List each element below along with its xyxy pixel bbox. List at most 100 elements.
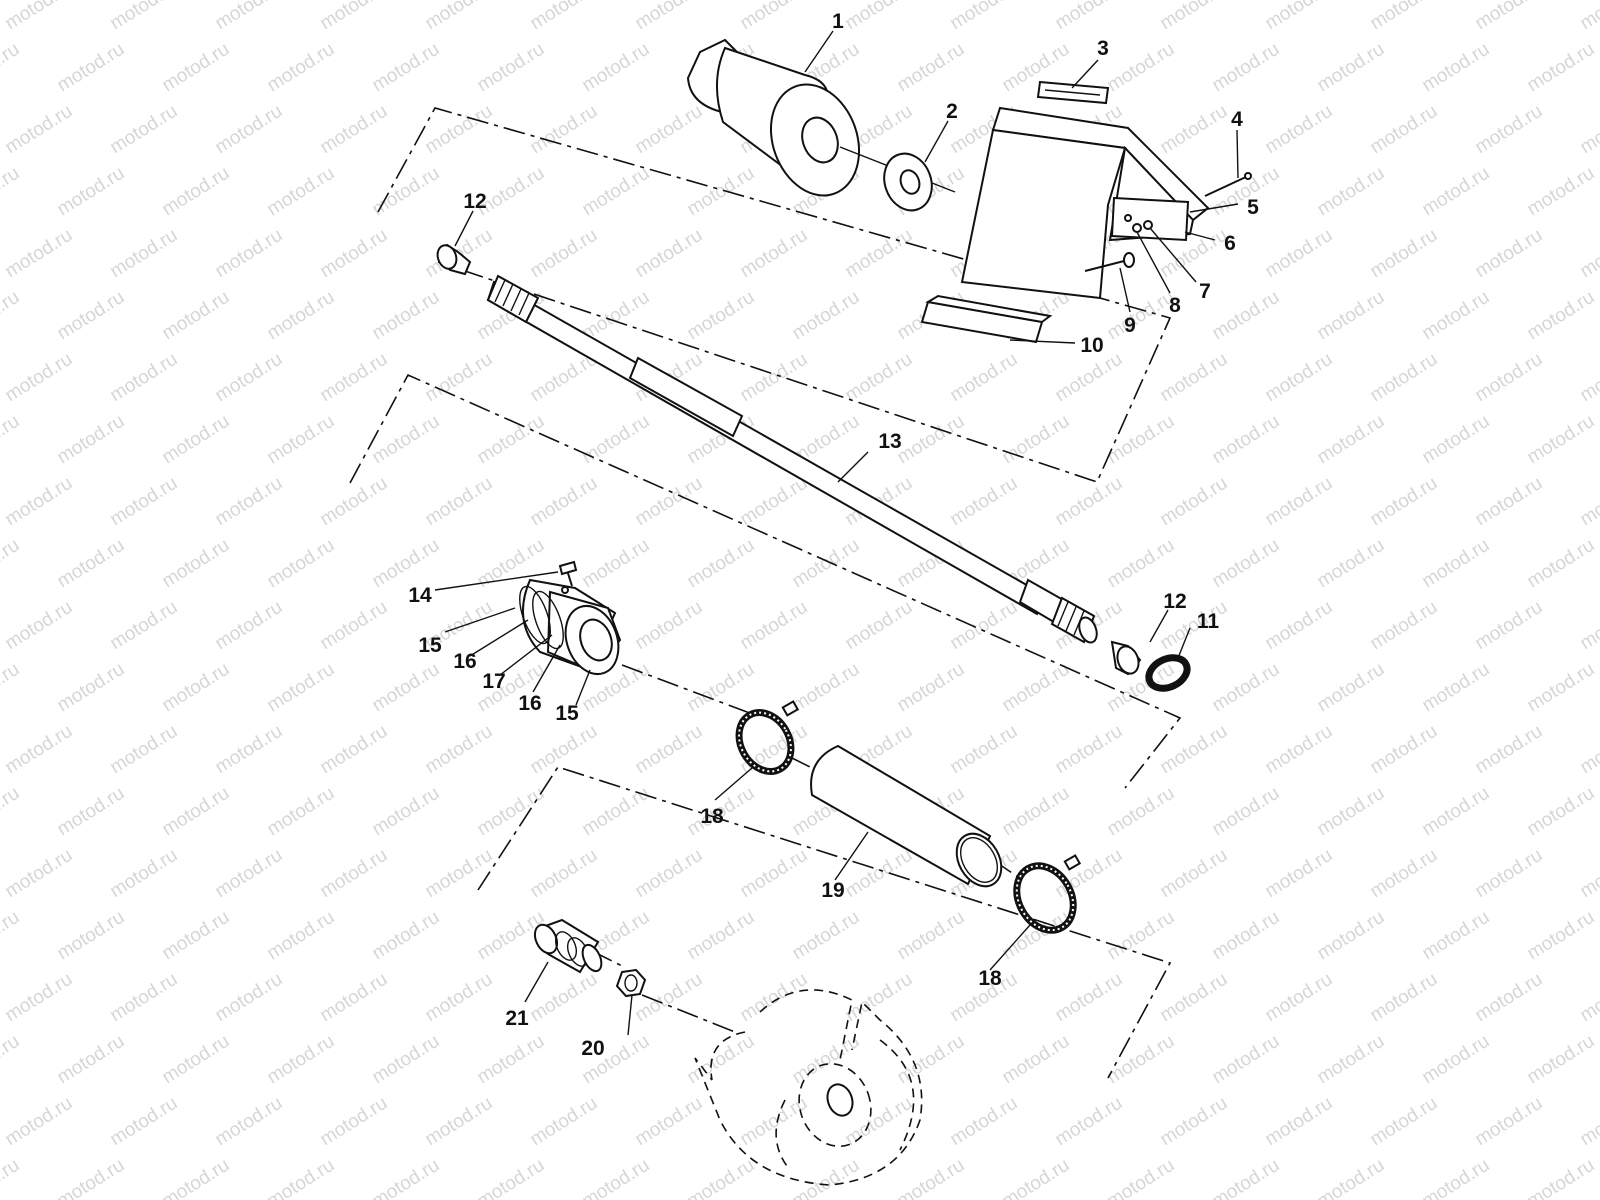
watermark-text: motod.ru <box>107 845 182 903</box>
watermark-text: motod.ru <box>159 659 234 717</box>
leader-lines <box>434 30 1239 1036</box>
watermark-text: motod.ru <box>632 101 707 159</box>
watermark-text: motod.ru <box>1209 411 1284 469</box>
watermark-text: motod.ru <box>1419 411 1494 469</box>
impeller-phantom <box>694 989 923 1186</box>
watermark-text: motod.ru <box>212 845 287 903</box>
watermark-text: motod.ru <box>107 349 182 407</box>
watermark-text: motod.ru <box>527 101 602 159</box>
watermark-text: motod.ru <box>1209 39 1284 97</box>
watermark-text: motod.ru <box>159 907 234 965</box>
watermark-text: motod.ru <box>1577 1093 1600 1151</box>
watermark-text: motod.ru <box>1314 163 1389 221</box>
watermark-text: motod.ru <box>369 659 444 717</box>
watermark-text: motod.ru <box>1157 473 1232 531</box>
callout-7: 7 <box>1199 280 1211 303</box>
watermark-text: motod.ru <box>212 969 287 1027</box>
watermark-text: motod.ru <box>212 597 287 655</box>
watermark-text: motod.ru <box>1524 535 1599 593</box>
watermark-text: motod.ru <box>1157 349 1232 407</box>
callout-17: 17 <box>482 670 505 693</box>
watermark-text: motod.ru <box>1419 287 1494 345</box>
watermark-text: motod.ru <box>264 287 339 345</box>
watermark-text: motod.ru <box>894 659 969 717</box>
watermark-text: motod.ru <box>422 0 497 34</box>
watermark-text: motod.ru <box>2 0 77 34</box>
watermark-text: motod.ru <box>1262 225 1337 283</box>
watermark-text: motod.ru <box>999 659 1074 717</box>
watermark-text: motod.ru <box>737 969 812 1027</box>
watermark-text: motod.ru <box>317 349 392 407</box>
watermark-text: motod.ru <box>54 287 129 345</box>
watermark-text: motod.ru <box>579 783 654 841</box>
watermark-text: motod.ru <box>1104 535 1179 593</box>
screw-part <box>1204 172 1252 197</box>
watermark-text: motod.ru <box>1524 907 1599 965</box>
watermark-text: motod.ru <box>632 0 707 34</box>
watermark-text: motod.ru <box>579 1155 654 1200</box>
watermark-text: motod.ru <box>422 721 497 779</box>
watermark-text: motod.ru <box>264 39 339 97</box>
watermark-text: motod.ru <box>684 163 759 221</box>
watermark-text: motod.ru <box>317 1093 392 1151</box>
callout-12-left: 12 <box>463 190 486 213</box>
watermark-text: motod.ru <box>1577 845 1600 903</box>
callout-18-upper: 18 <box>700 805 724 828</box>
watermark-text: motod.ru <box>474 1155 549 1200</box>
watermark-text: motod.ru <box>632 225 707 283</box>
watermark-text: motod.ru <box>527 473 602 531</box>
watermark-text: motod.ru <box>1314 783 1389 841</box>
o-ring-part <box>1145 654 1191 692</box>
watermark-text: motod.ru <box>264 411 339 469</box>
watermark-text: motod.ru <box>317 597 392 655</box>
watermark-text: motod.ru <box>1314 287 1389 345</box>
watermark-text: motod.ru <box>0 659 23 717</box>
watermark-text: motod.ru <box>999 411 1074 469</box>
watermark-text: motod.ru <box>107 101 182 159</box>
watermark-text: motod.ru <box>842 349 917 407</box>
watermark-text: motod.ru <box>632 597 707 655</box>
watermark-text: motod.ru <box>999 907 1074 965</box>
watermark-text: motod.ru <box>1314 39 1389 97</box>
bolt-part <box>1084 252 1135 272</box>
watermark-text: motod.ru <box>632 1093 707 1151</box>
watermark-text: motod.ru <box>1367 597 1442 655</box>
watermark-text: motod.ru <box>1104 1031 1179 1089</box>
watermark-text: motod.ru <box>2 1093 77 1151</box>
watermark-text: motod.ru <box>1157 845 1232 903</box>
watermark-text: motod.ru <box>159 783 234 841</box>
watermark-text: motod.ru <box>789 535 864 593</box>
hose-clamp-lower-part <box>1013 854 1082 934</box>
bushing-right-part <box>1110 640 1142 676</box>
watermark-text: motod.ru <box>1262 597 1337 655</box>
watermark-text: motod.ru <box>0 1155 23 1200</box>
watermark-text: motod.ru <box>789 287 864 345</box>
watermark-text: motod.ru <box>947 721 1022 779</box>
watermark-text: motod.ru <box>1367 845 1442 903</box>
watermark-text: motod.ru <box>369 1031 444 1089</box>
watermark-text: motod.ru <box>1524 1155 1599 1200</box>
watermark-text: motod.ru <box>737 0 812 34</box>
watermark-text: motod.ru <box>54 1031 129 1089</box>
watermark-text: motod.ru <box>1472 721 1547 779</box>
watermark-text: motod.ru <box>894 39 969 97</box>
watermark-text: motod.ru <box>1104 411 1179 469</box>
watermark-text: motod.ru <box>1419 535 1494 593</box>
roller-part <box>686 38 956 197</box>
watermark-text: motod.ru <box>1367 721 1442 779</box>
watermark-text: motod.ru <box>474 411 549 469</box>
watermark-text: motod.ru <box>422 101 497 159</box>
watermark-text: motod.ru <box>1052 969 1127 1027</box>
watermark-text: motod.ru <box>0 411 23 469</box>
watermark-text: motod.ru <box>999 1155 1074 1200</box>
watermark-text: motod.ru <box>1524 783 1599 841</box>
watermark-text: motod.ru <box>1472 1093 1547 1151</box>
callout-20: 20 <box>581 1037 604 1060</box>
watermark-text: motod.ru <box>369 1155 444 1200</box>
bushing-left-part <box>436 243 472 276</box>
watermark-text: motod.ru <box>1262 101 1337 159</box>
watermark-text: motod.ru <box>684 659 759 717</box>
watermark-text: motod.ru <box>527 845 602 903</box>
watermark-text: motod.ru <box>1314 907 1389 965</box>
watermark-text: motod.ru <box>159 163 234 221</box>
